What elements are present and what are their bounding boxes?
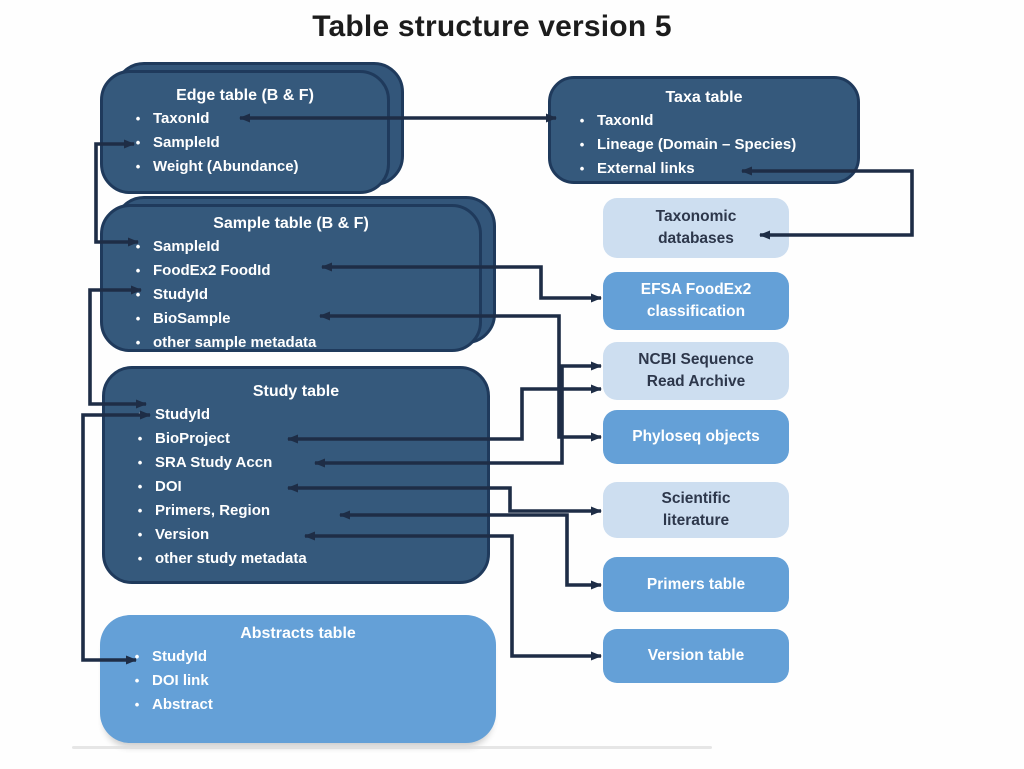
abstracts-row-doi-link: •DOI link bbox=[122, 669, 496, 693]
box-version-table: Version table bbox=[603, 629, 789, 683]
study-table-title: Study table bbox=[252, 383, 340, 400]
bullet-icon: • bbox=[137, 455, 143, 470]
bullet-icon: • bbox=[137, 431, 143, 446]
bullet-icon: • bbox=[134, 697, 140, 712]
study-row-bioproject: •BioProject bbox=[125, 427, 487, 451]
abstracts-table: Abstracts table •StudyId •DOI link •Abst… bbox=[100, 615, 496, 743]
bullet-icon: • bbox=[135, 239, 141, 254]
box-ncbi-sra: NCBI Sequence Read Archive bbox=[603, 342, 789, 400]
abstracts-row-studyid: •StudyId bbox=[122, 645, 496, 669]
bullet-icon: • bbox=[137, 479, 143, 494]
study-row-sra-accn: •SRA Study Accn bbox=[125, 451, 487, 475]
bullet-icon: • bbox=[137, 503, 143, 518]
study-row-version: •Version bbox=[125, 523, 487, 547]
sample-row-sampleid: •SampleId bbox=[123, 235, 479, 259]
taxa-table: Taxa table •TaxonId •Lineage (Domain – S… bbox=[548, 76, 860, 184]
edge-table-title: Edge table (B & F) bbox=[176, 87, 314, 104]
bullet-icon: • bbox=[135, 111, 141, 126]
box-primers-table: Primers table bbox=[603, 557, 789, 612]
study-row-other-metadata: •other study metadata bbox=[125, 547, 487, 571]
box-taxonomic-databases: Taxonomic databases bbox=[603, 198, 789, 258]
bullet-icon: • bbox=[579, 113, 585, 128]
bullet-icon: • bbox=[134, 673, 140, 688]
slide-bottom-shadow bbox=[72, 746, 712, 749]
sample-row-foodex2: •FoodEx2 FoodId bbox=[123, 259, 479, 283]
sample-table: Sample table (B & F) •SampleId •FoodEx2 … bbox=[100, 204, 482, 352]
bullet-icon: • bbox=[137, 551, 143, 566]
bullet-icon: • bbox=[135, 135, 141, 150]
box-efsa-foodex2: EFSA FoodEx2 classification bbox=[603, 272, 789, 330]
abstracts-row-abstract: •Abstract bbox=[122, 693, 496, 717]
taxa-table-title: Taxa table bbox=[665, 89, 743, 106]
bullet-icon: • bbox=[135, 263, 141, 278]
edge-table: Edge table (B & F) •TaxonId •SampleId •W… bbox=[100, 70, 390, 194]
sample-table-title: Sample table (B & F) bbox=[213, 215, 369, 232]
study-table: Study table •StudyId •BioProject •SRA St… bbox=[102, 366, 490, 584]
box-phyloseq-objects: Phyloseq objects bbox=[603, 410, 789, 464]
taxa-row-external-links: •External links bbox=[567, 157, 857, 181]
bullet-icon: • bbox=[579, 137, 585, 152]
taxa-row-taxonid: •TaxonId bbox=[567, 109, 857, 133]
edge-row-taxonid: •TaxonId bbox=[123, 107, 387, 131]
edge-row-weight: •Weight (Abundance) bbox=[123, 155, 387, 179]
study-row-primers-region: •Primers, Region bbox=[125, 499, 487, 523]
bullet-icon: • bbox=[135, 159, 141, 174]
diagram-title: Table structure version 5 bbox=[312, 10, 672, 43]
bullet-icon: • bbox=[135, 287, 141, 302]
sample-row-biosample: •BioSample bbox=[123, 307, 479, 331]
bullet-icon: • bbox=[137, 527, 143, 542]
sample-row-studyid: •StudyId bbox=[123, 283, 479, 307]
bullet-icon: • bbox=[134, 649, 140, 664]
box-scientific-literature: Scientific literature bbox=[603, 482, 789, 538]
taxa-row-lineage: •Lineage (Domain – Species) bbox=[567, 133, 857, 157]
study-row-studyid: •StudyId bbox=[125, 403, 487, 427]
study-row-doi: •DOI bbox=[125, 475, 487, 499]
bullet-icon: • bbox=[135, 335, 141, 350]
sample-row-other-metadata: •other sample metadata bbox=[123, 331, 479, 355]
edge-row-sampleid: •SampleId bbox=[123, 131, 387, 155]
bullet-icon: • bbox=[137, 407, 143, 422]
bullet-icon: • bbox=[135, 311, 141, 326]
bullet-icon: • bbox=[579, 161, 585, 176]
abstracts-table-title: Abstracts table bbox=[240, 625, 356, 642]
